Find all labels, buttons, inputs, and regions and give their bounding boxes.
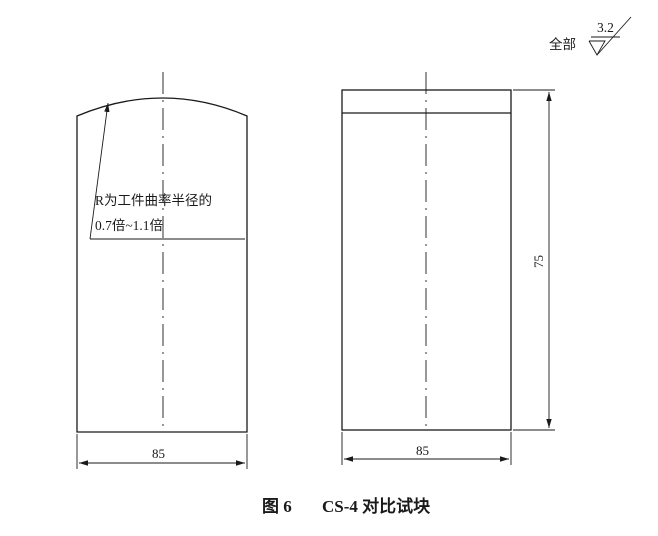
left-view: R为工件曲率半径的 0.7倍~1.1倍 85 bbox=[76, 72, 248, 469]
right-width-dimension: 85 bbox=[416, 443, 429, 458]
roughness-value: 3.2 bbox=[597, 20, 614, 35]
caption-number: 图 6 bbox=[262, 497, 292, 516]
right-height-dimension: 75 bbox=[531, 255, 546, 268]
roughness-prefix: 全部 bbox=[549, 36, 576, 52]
right-view: 75 85 bbox=[341, 72, 555, 465]
right-view-outline bbox=[341, 89, 512, 431]
roughness-triangle-icon bbox=[588, 40, 606, 56]
figure-caption: 图 6 CS-4 对比试块 bbox=[262, 496, 431, 516]
left-width-dimension: 85 bbox=[152, 446, 165, 461]
radius-leader-arrow bbox=[89, 102, 110, 240]
radius-note-line2: 0.7倍~1.1倍 bbox=[95, 218, 163, 233]
radius-note-line1: R为工件曲率半径的 bbox=[95, 192, 212, 208]
caption-title: CS-4 对比试块 bbox=[322, 496, 431, 516]
left-view-outline bbox=[76, 97, 248, 433]
surface-roughness-symbol: 全部 3.2 bbox=[549, 16, 632, 56]
roughness-tick-line bbox=[596, 16, 632, 56]
